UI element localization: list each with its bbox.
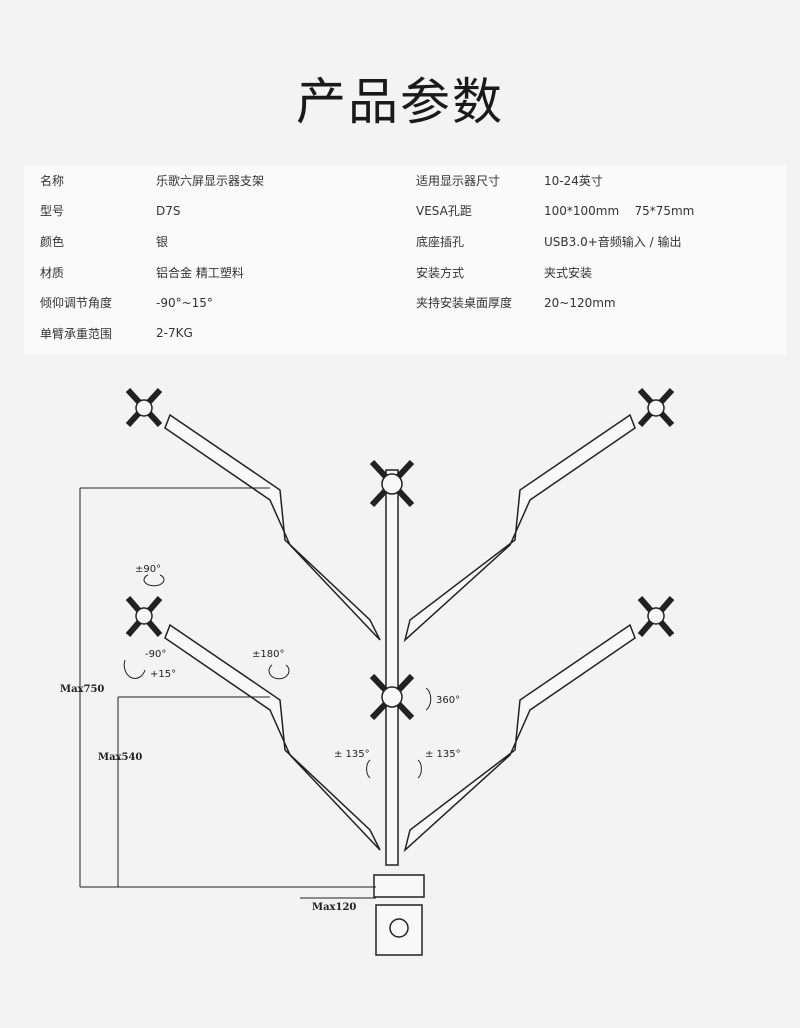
spec-row: 倾仰调节角度 -90°~15° (40, 287, 264, 318)
vesa-mount-bottom-right (637, 596, 675, 637)
spec-label: 安装方式 (416, 265, 465, 280)
spec-value: 夹式安装 (544, 265, 593, 280)
spec-value: 2-7KG (156, 326, 193, 341)
spec-label: 单臂承重范围 (40, 326, 113, 341)
spec-label: 颜色 (40, 234, 65, 249)
vesa-mount-bottom-left (125, 596, 163, 637)
tilt-down-label: -90° (145, 649, 166, 660)
upper-right-arm (403, 413, 636, 643)
pole-rotate-label: 360° (436, 695, 460, 706)
spec-label: 倾仰调节角度 (40, 296, 113, 311)
spec-column-left: 名称 乐歌六屏显示器支架 型号 D7S 颜色 银 材质 铝合金 精工塑料 倾仰调节角度 -… (40, 165, 264, 349)
upper-left-arm (164, 413, 381, 641)
spec-label: 底座插孔 (416, 234, 465, 249)
swivel-angle-label: ±90° (135, 564, 161, 575)
spec-value: 乐歌六屏显示器支架 (156, 173, 265, 188)
spec-column-right: 适用显示器尺寸 10-24英寸 VESA孔距 100*100mm 75*75mm 底… (416, 165, 694, 318)
spec-label: 型号 (40, 204, 65, 219)
page-title: 产品参数 (296, 73, 504, 131)
spec-value: 铝合金 精工塑料 (156, 265, 244, 280)
vesa-mount-bottom-center (369, 673, 415, 721)
spec-label: 适用显示器尺寸 (416, 173, 501, 188)
spec-row: 型号 D7S (40, 196, 264, 227)
spec-value: 100*100mm 75*75mm (544, 203, 695, 218)
max120-label: Max120 (312, 902, 356, 913)
spec-row: 颜色 银 (40, 226, 264, 257)
spec-row: 夹持安装桌面厚度 20~120mm (416, 287, 694, 318)
lower-right-arm (403, 623, 636, 853)
spec-row: VESA孔距 100*100mm 75*75mm (416, 196, 694, 227)
pole (385, 469, 399, 866)
spec-row: 名称 乐歌六屏显示器支架 (40, 165, 264, 196)
spec-row: 单臂承重范围 2-7KG (40, 318, 264, 349)
spec-label: VESA孔距 (416, 204, 472, 219)
rotate-angle-label: ±180° (252, 649, 284, 660)
max750-label: Max750 (60, 684, 104, 695)
spec-label: 名称 (40, 173, 65, 188)
left-arm-angle-label: ± 135° (334, 749, 370, 760)
vesa-mount-top-right (637, 387, 675, 428)
lower-left-arm (164, 623, 381, 851)
spec-label: 夹持安装桌面厚度 (416, 296, 513, 311)
clamp-knob (389, 918, 409, 938)
spec-row: 底座插孔 USB3.0+音频输入 / 输出 (416, 226, 694, 257)
spec-value: 10-24英寸 (544, 173, 603, 188)
clamp-top (373, 874, 425, 898)
vesa-mount-top-center (369, 459, 415, 508)
right-arm-angle-label: ± 135° (425, 749, 461, 760)
spec-table: 名称 乐歌六屏显示器支架 型号 D7S 颜色 银 材质 铝合金 精工塑料 倾仰调节角度 -… (24, 165, 786, 355)
dimension-lines (79, 487, 432, 899)
vesa-mount-top-left (125, 387, 163, 428)
spec-value: USB3.0+音频输入 / 输出 (544, 234, 682, 249)
tilt-up-label: +15° (150, 669, 176, 680)
spec-value: 银 (156, 234, 169, 249)
max540-label: Max540 (98, 752, 142, 763)
spec-value: 20~120mm (544, 295, 616, 310)
spec-row: 适用显示器尺寸 10-24英寸 (416, 165, 694, 196)
spec-row: 安装方式 夹式安装 (416, 257, 694, 288)
spec-label: 材质 (40, 265, 65, 280)
monitor-arm-diagram: Max750 Max540 Max120 ±90° -90° +15° ±180… (60, 387, 675, 956)
spec-row: 材质 铝合金 精工塑料 (40, 257, 264, 288)
spec-value: -90°~15° (156, 295, 213, 310)
spec-value: D7S (156, 203, 181, 218)
